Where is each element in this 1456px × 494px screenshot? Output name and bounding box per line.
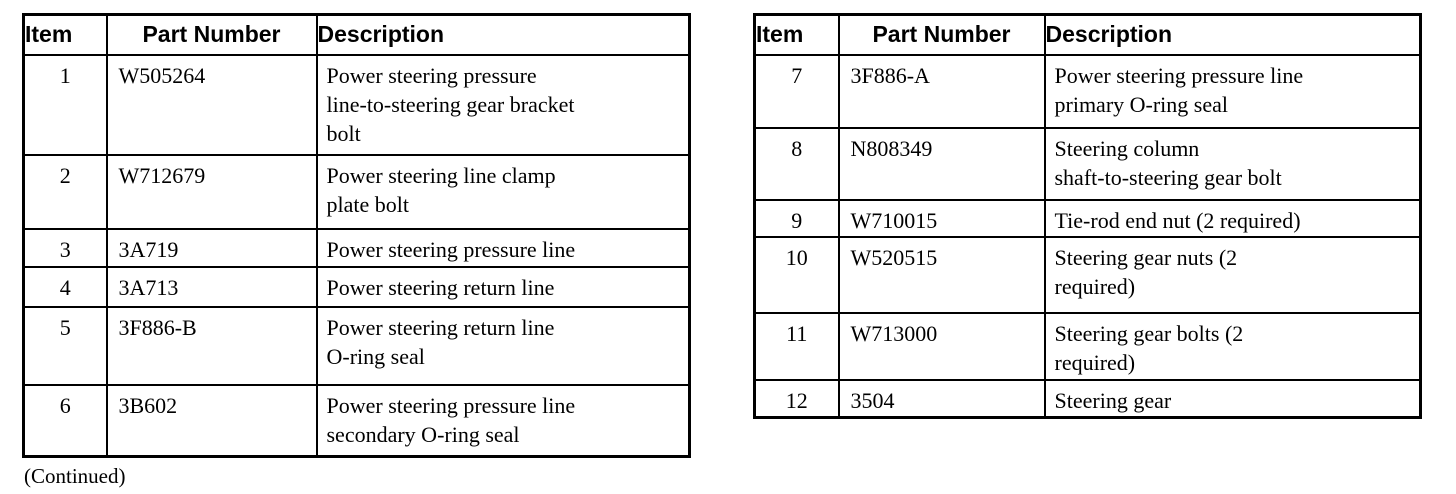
item-cell: 12: [753, 378, 840, 418]
item-cell: 2: [22, 153, 108, 230]
item-cell: 10: [753, 235, 840, 314]
item-cell: 11: [753, 311, 840, 381]
description-cell: Power steering return line O-ring seal: [315, 305, 691, 386]
item-column-header: Item: [753, 13, 840, 56]
item-cell: 6: [22, 383, 108, 458]
description-cell: Power steering pressure line primary O-r…: [1043, 53, 1422, 129]
item-cell: 4: [22, 265, 108, 308]
part-number-cell: N808349: [837, 126, 1046, 201]
part-number-column-header: Part Number: [837, 13, 1046, 56]
part-number-cell: 3504: [837, 378, 1046, 418]
part-number-cell: 3F886-B: [105, 305, 318, 386]
description-cell: Power steering pressure line-to-steering…: [315, 53, 691, 156]
item-column-header: Item: [22, 13, 108, 56]
description-cell: Steering column shaft-to-steering gear b…: [1043, 126, 1422, 201]
description-cell: Power steering pressure line: [315, 227, 691, 268]
part-number-cell: W520515: [837, 235, 1046, 314]
part-number-cell: W712679: [105, 153, 318, 230]
header-row: Item Part Number Description: [753, 13, 1422, 56]
description-column-header: Description: [1043, 13, 1422, 56]
part-number-cell: 3A719: [105, 227, 318, 268]
description-cell: Power steering line clamp plate bolt: [315, 153, 691, 230]
part-number-column-header: Part Number: [105, 13, 318, 56]
item-cell: 3: [22, 227, 108, 268]
continued-note: (Continued): [24, 464, 126, 488]
description-column-header: Description: [315, 13, 691, 56]
part-number-cell: 3B602: [105, 383, 318, 458]
description-cell: Power steering return line: [315, 265, 691, 308]
part-number-cell: 3F886-A: [837, 53, 1046, 129]
part-number-cell: W713000: [837, 311, 1046, 381]
header-row: Item Part Number Description: [22, 13, 691, 56]
description-cell: Power steering pressure line secondary O…: [315, 383, 691, 458]
part-number-cell: W710015: [837, 198, 1046, 238]
item-cell: 7: [753, 53, 840, 129]
item-cell: 5: [22, 305, 108, 386]
description-cell: Steering gear bolts (2 required): [1043, 311, 1422, 381]
item-cell: 9: [753, 198, 840, 238]
part-number-cell: 3A713: [105, 265, 318, 308]
part-number-cell: W505264: [105, 53, 318, 156]
description-cell: Steering gear nuts (2 required): [1043, 235, 1422, 314]
item-cell: 1: [22, 53, 108, 156]
description-cell: Steering gear: [1043, 378, 1422, 418]
item-cell: 8: [753, 126, 840, 201]
description-cell: Tie-rod end nut (2 required): [1043, 198, 1422, 238]
